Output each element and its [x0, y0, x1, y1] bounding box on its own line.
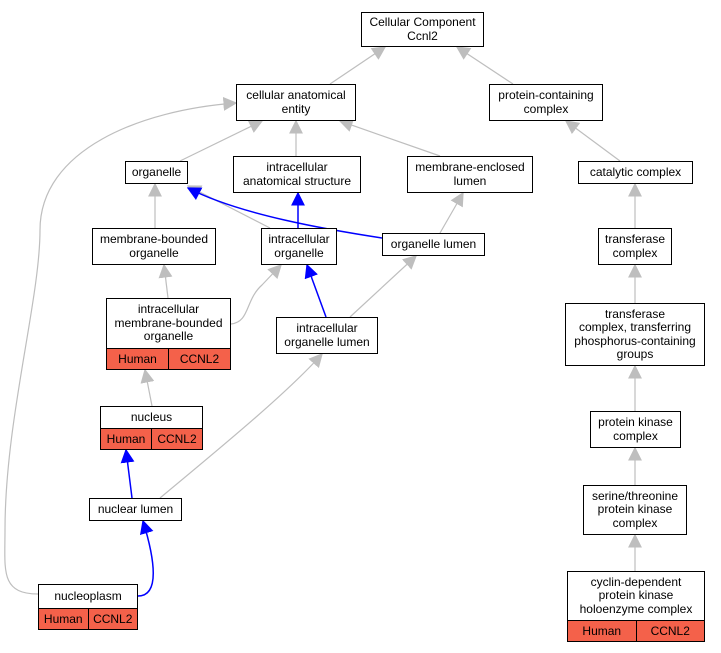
edge-part-of-organelle-lumen	[186, 187, 383, 239]
node-label: nucleus	[130, 409, 173, 424]
node-label: membrane-bounded organelle	[99, 232, 209, 260]
node-intracellular-anatomical-structure[interactable]: intracellular anatomical structure	[233, 156, 361, 193]
node-cyclin-dependent-protein-kinase-holoenzyme-complex[interactable]: cyclin-dependent protein kinase holoenzy…	[567, 571, 705, 642]
annotation-species: Human	[106, 432, 146, 446]
node-label: organelle	[131, 164, 182, 179]
node-organelle-lumen[interactable]: organelle lumen	[382, 233, 485, 256]
node-label: intracellular organelle lumen	[284, 321, 370, 349]
node-membrane-enclosed-lumen[interactable]: membrane-enclosed lumen	[407, 156, 533, 193]
node-protein-kinase-complex[interactable]: protein kinase complex	[590, 411, 681, 448]
node-serine-threonine-protein-kinase-complex[interactable]: serine/threonine protein kinase complex	[583, 485, 687, 535]
edge-is-a-membrane-enclosed-lumen	[338, 118, 441, 157]
annotation-species: Human	[582, 624, 622, 638]
node-transferase-complex-phosphorus[interactable]: transferase complex, transferring phosph…	[565, 303, 705, 366]
node-label: cellular anatomical entity	[246, 88, 346, 116]
node-label: membrane-enclosed lumen	[415, 160, 525, 188]
node-intracellular-organelle[interactable]: intracellular organelle	[261, 228, 337, 265]
node-label: intracellular organelle	[268, 232, 330, 260]
annotation-gene: CCNL2	[151, 429, 202, 449]
edge-is-a-organelle	[179, 120, 264, 162]
node-label: nucleoplasm	[54, 588, 122, 603]
node-label: organelle lumen	[390, 236, 477, 251]
node-label: transferase complex, transferring phosph…	[574, 306, 696, 361]
annotation-species: Human	[118, 352, 157, 366]
edge-is-a-intracellular-organelle-lumen	[349, 255, 418, 318]
node-label: Cellular Component Ccnl2	[369, 15, 476, 43]
node-transferase-complex[interactable]: transferase complex	[598, 228, 672, 265]
annotation-row: Human CCNL2	[107, 348, 230, 369]
edge-is-a-nucleus	[140, 368, 155, 407]
node-label: protein kinase complex	[598, 415, 673, 443]
annotation-gene: CCNL2	[635, 621, 705, 641]
annotation-row: Human CCNL2	[39, 608, 137, 629]
edge-is-a-cellular-anatomical-entity	[329, 46, 387, 85]
edge-part-of-nucleoplasm	[137, 519, 154, 597]
edge-is-a-intracellular-membrane-bounded-organelle	[158, 263, 173, 299]
edge-is-a-organelle-lumen	[439, 191, 464, 234]
node-intracellular-membrane-bounded-organelle[interactable]: intracellular membrane-bounded organelle…	[106, 298, 231, 370]
edge-is-a-catalytic-complex	[564, 120, 621, 162]
annotation-row: Human CCNL2	[568, 620, 704, 641]
node-catalytic-complex[interactable]: catalytic complex	[578, 161, 693, 184]
node-nuclear-lumen[interactable]: nuclear lumen	[89, 498, 182, 521]
edge-is-a-nucleoplasm	[4, 96, 238, 595]
annotation-species: Human	[43, 612, 83, 626]
node-label: protein-containing complex	[498, 88, 594, 116]
node-cellular-component[interactable]: Cellular Component Ccnl2	[361, 12, 484, 47]
edge-part-of-nuclear-lumen	[120, 448, 135, 499]
node-label: catalytic complex	[589, 164, 682, 179]
node-label: transferase complex	[604, 232, 666, 260]
annotation-gene: CCNL2	[87, 609, 138, 629]
node-label: serine/threonine protein kinase complex	[591, 488, 679, 530]
annotation-gene: CCNL2	[168, 349, 230, 369]
node-label: intracellular anatomical structure	[242, 160, 352, 188]
node-cellular-anatomical-entity[interactable]: cellular anatomical entity	[236, 84, 356, 121]
node-membrane-bounded-organelle[interactable]: membrane-bounded organelle	[92, 228, 216, 265]
edge-part-of-intracellular-organelle-lumen	[304, 263, 327, 318]
node-label: cyclin-dependent protein kinase holoenzy…	[579, 574, 693, 616]
edge-is-a-nuclear-lumen	[159, 352, 323, 499]
node-protein-containing-complex[interactable]: protein-containing complex	[489, 84, 603, 121]
node-label: intracellular membrane-bounded organelle	[114, 302, 223, 344]
node-intracellular-organelle-lumen[interactable]: intracellular organelle lumen	[276, 317, 378, 354]
node-organelle[interactable]: organelle	[125, 161, 188, 184]
annotation-row: Human CCNL2	[101, 428, 202, 449]
edge-is-a-protein-containing-complex	[455, 46, 514, 85]
node-label: nuclear lumen	[97, 501, 174, 516]
edge-is-a-intracellular-membrane-bounded-organelle	[230, 263, 282, 325]
